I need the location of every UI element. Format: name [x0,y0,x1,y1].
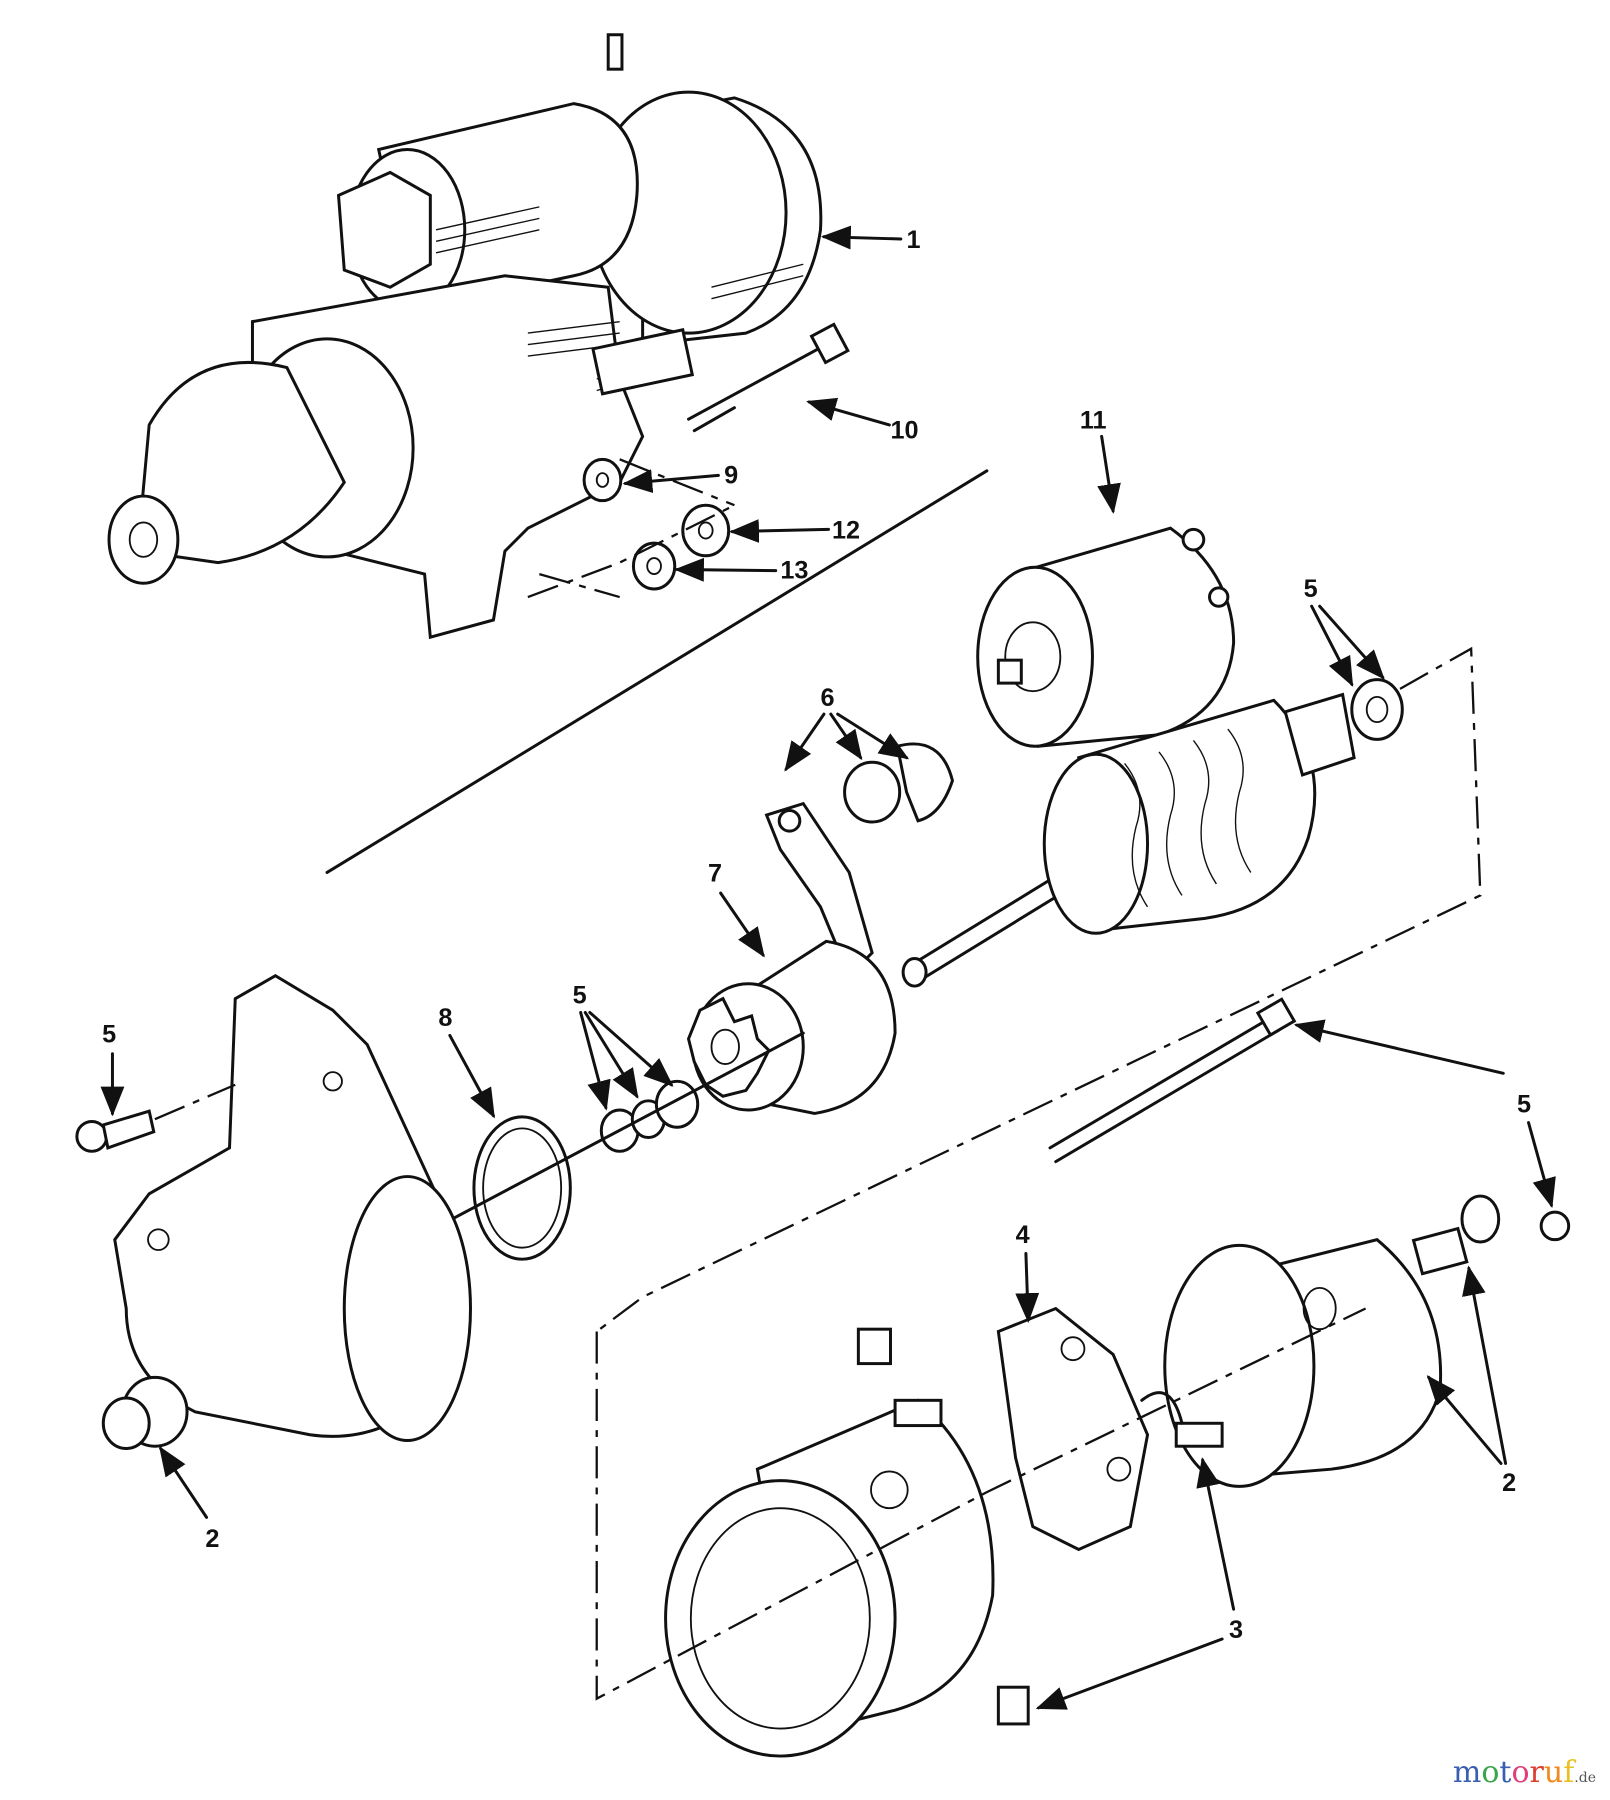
assembly-center-line-lower-right [595,1307,1367,1701]
callout-3: 3 [1229,1616,1243,1644]
solenoid-part-11 [976,526,1236,748]
washers-parts-9-12-13 [527,457,735,599]
callout-4: 4 [1016,1221,1030,1249]
callout-10: 10 [890,417,918,445]
callout-9: 9 [724,461,738,489]
callout-2-left: 2 [205,1525,219,1553]
watermark-tld: .de [1574,1770,1596,1786]
section-divider-line [325,469,989,874]
callout-12: 12 [832,517,860,545]
commutator-end-frame [1163,1194,1571,1488]
through-bolt-part-5 [1048,997,1297,1164]
armature [901,678,1404,988]
callout-11: 11 [1080,406,1107,434]
assembly-center-line-lower-left [411,1031,805,1242]
field-frame-housing [664,1327,995,1758]
callout-6: 6 [820,684,834,712]
bolt-part-5-left [75,1083,236,1153]
callout-13: 13 [780,557,808,585]
shift-lever-and-plugs-part-6 [764,742,955,979]
brush-part-3 [996,1685,1030,1726]
drive-clutch-part-7 [686,939,897,1115]
brush-holder-part-4 [996,1306,1224,1552]
callout-5-armature: 5 [1304,575,1318,603]
seal-ring-part-8 [472,1115,572,1261]
assembled-starter-motor [107,33,823,640]
watermark-logo: motoruf.de [1452,1755,1596,1790]
callout-5-right: 5 [1517,1090,1531,1118]
drive-end-housing [101,974,472,1451]
callout-1: 1 [907,226,921,254]
callout-5-bolt-left: 5 [102,1020,116,1048]
through-bolt-part-10 [687,322,850,433]
assembly-center-line-upper [596,646,1482,1333]
callout-leaders [100,225,1556,1710]
callout-8: 8 [438,1004,452,1032]
callout-7: 7 [708,860,722,888]
callout-5-washers: 5 [573,981,587,1009]
callout-2-right: 2 [1502,1469,1516,1497]
retainer-washers-part-5 [599,1079,700,1153]
